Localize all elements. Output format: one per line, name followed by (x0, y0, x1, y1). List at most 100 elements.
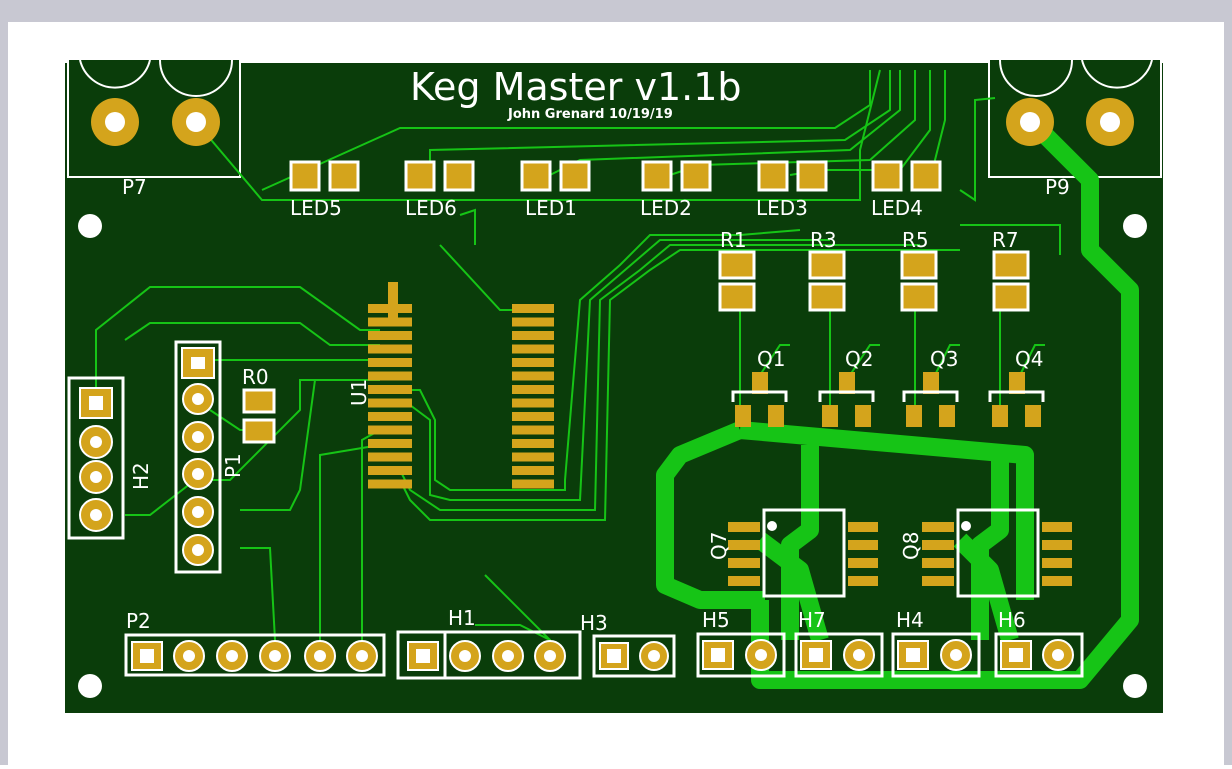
ic-u1-pad (512, 344, 554, 354)
connector-p7-arc-left (79, 59, 151, 89)
ic-u1-pad (512, 452, 554, 462)
transistor-q2 (818, 372, 875, 427)
header-p2 (124, 633, 386, 677)
ic-u1-pad (368, 385, 412, 394)
ic-u1-pad (368, 358, 412, 367)
ic-u1-pad (368, 452, 412, 462)
label-h3: H3 (580, 611, 608, 635)
label-led5: LED5 (290, 196, 342, 220)
header-h4 (891, 632, 981, 678)
resistor-r5 (900, 250, 938, 312)
mounting-hole-bottom-left (78, 674, 102, 698)
ic-u1-pad (512, 358, 554, 367)
ic-u1-pad (368, 331, 412, 340)
label-led4: LED4 (871, 196, 923, 220)
ic-u1-pad (512, 371, 554, 381)
label-q3: Q3 (930, 347, 958, 371)
label-r5: R5 (902, 228, 929, 252)
ic-u1-pin1-mark (388, 282, 398, 322)
mosfet-q7 (728, 508, 878, 598)
label-u1: U1 (347, 379, 371, 406)
ic-u1-pad (512, 331, 554, 340)
label-h1: H1 (448, 606, 476, 630)
board-title: Keg Master v1.1b (410, 65, 742, 109)
led-led6 (404, 160, 475, 192)
ic-u1-pad (368, 425, 412, 435)
label-r1: R1 (720, 228, 747, 252)
ic-u1-pad (368, 371, 412, 381)
ic-u1-pad (368, 344, 412, 354)
label-h2: H2 (129, 462, 153, 490)
led-row (289, 160, 942, 192)
label-p2: P2 (126, 609, 151, 633)
transistor-q1 (731, 372, 788, 427)
resistor-r1 (718, 250, 756, 312)
label-led3: LED3 (756, 196, 808, 220)
label-q1: Q1 (757, 347, 785, 371)
label-h6: H6 (998, 608, 1026, 632)
label-r0: R0 (242, 365, 269, 389)
header-h5 (696, 632, 786, 678)
label-r3: R3 (810, 228, 837, 252)
led-led1 (520, 160, 591, 192)
header-h3 (592, 634, 676, 678)
label-q2: Q2 (845, 347, 873, 371)
label-p7: P7 (122, 175, 147, 199)
label-r7: R7 (992, 228, 1019, 252)
label-q8: Q8 (899, 532, 923, 560)
led-led3 (757, 160, 828, 192)
led-led5 (289, 160, 360, 192)
label-p9: P9 (1045, 175, 1070, 199)
ic-u1-pad (368, 398, 412, 408)
ic-u1-pad (512, 466, 554, 475)
connector-p9-arc-left (999, 59, 1073, 97)
resistor-row (718, 250, 1030, 312)
label-q4: Q4 (1015, 347, 1043, 371)
resistor-r3 (808, 250, 846, 312)
ic-u1-pad (368, 466, 412, 475)
ic-u1-pad (512, 425, 554, 435)
ic-u1-pad (512, 317, 554, 327)
ic-u1-pad (368, 479, 412, 489)
power-traces (656, 113, 1139, 689)
label-led2: LED2 (640, 196, 692, 220)
header-h6 (994, 632, 1084, 678)
ic-u1-pad (512, 412, 554, 421)
mounting-hole-top-right (1123, 214, 1147, 238)
transistor-row (731, 372, 1045, 427)
ic-u1-pad (368, 439, 412, 448)
label-h4: H4 (896, 608, 924, 632)
led-led2 (641, 160, 712, 192)
connector-p7-arc-right (159, 59, 233, 97)
header-h7 (794, 632, 884, 678)
board-author: John Grenard 10/19/19 (507, 107, 673, 122)
ic-u1-pad (512, 479, 554, 489)
connector-p7-pads (91, 98, 220, 146)
ic-u1-pad (512, 439, 554, 448)
connector-p9-arc-right (1081, 59, 1153, 89)
header-h1 (396, 630, 582, 680)
ic-u1-pad (512, 385, 554, 394)
label-h5: H5 (702, 608, 730, 632)
ic-u1-pad (512, 304, 554, 313)
mounting-hole-bottom-right (1123, 674, 1147, 698)
label-led6: LED6 (405, 196, 457, 220)
label-led1: LED1 (525, 196, 577, 220)
mosfet-q8 (922, 508, 1072, 598)
resistor-r7 (992, 250, 1030, 312)
connector-p9-pads (1006, 98, 1134, 146)
label-p1: P1 (221, 453, 245, 478)
transistor-q4 (988, 372, 1045, 427)
ic-u1-pad (512, 398, 554, 408)
label-q7: Q7 (707, 532, 731, 560)
resistor-r0 (242, 388, 276, 444)
led-led4 (871, 160, 942, 192)
header-p1 (174, 340, 222, 574)
transistor-q3 (902, 372, 959, 427)
header-h2 (67, 376, 125, 540)
ic-u1-pad (368, 412, 412, 421)
mounting-hole-top-left (78, 214, 102, 238)
label-h7: H7 (798, 608, 826, 632)
